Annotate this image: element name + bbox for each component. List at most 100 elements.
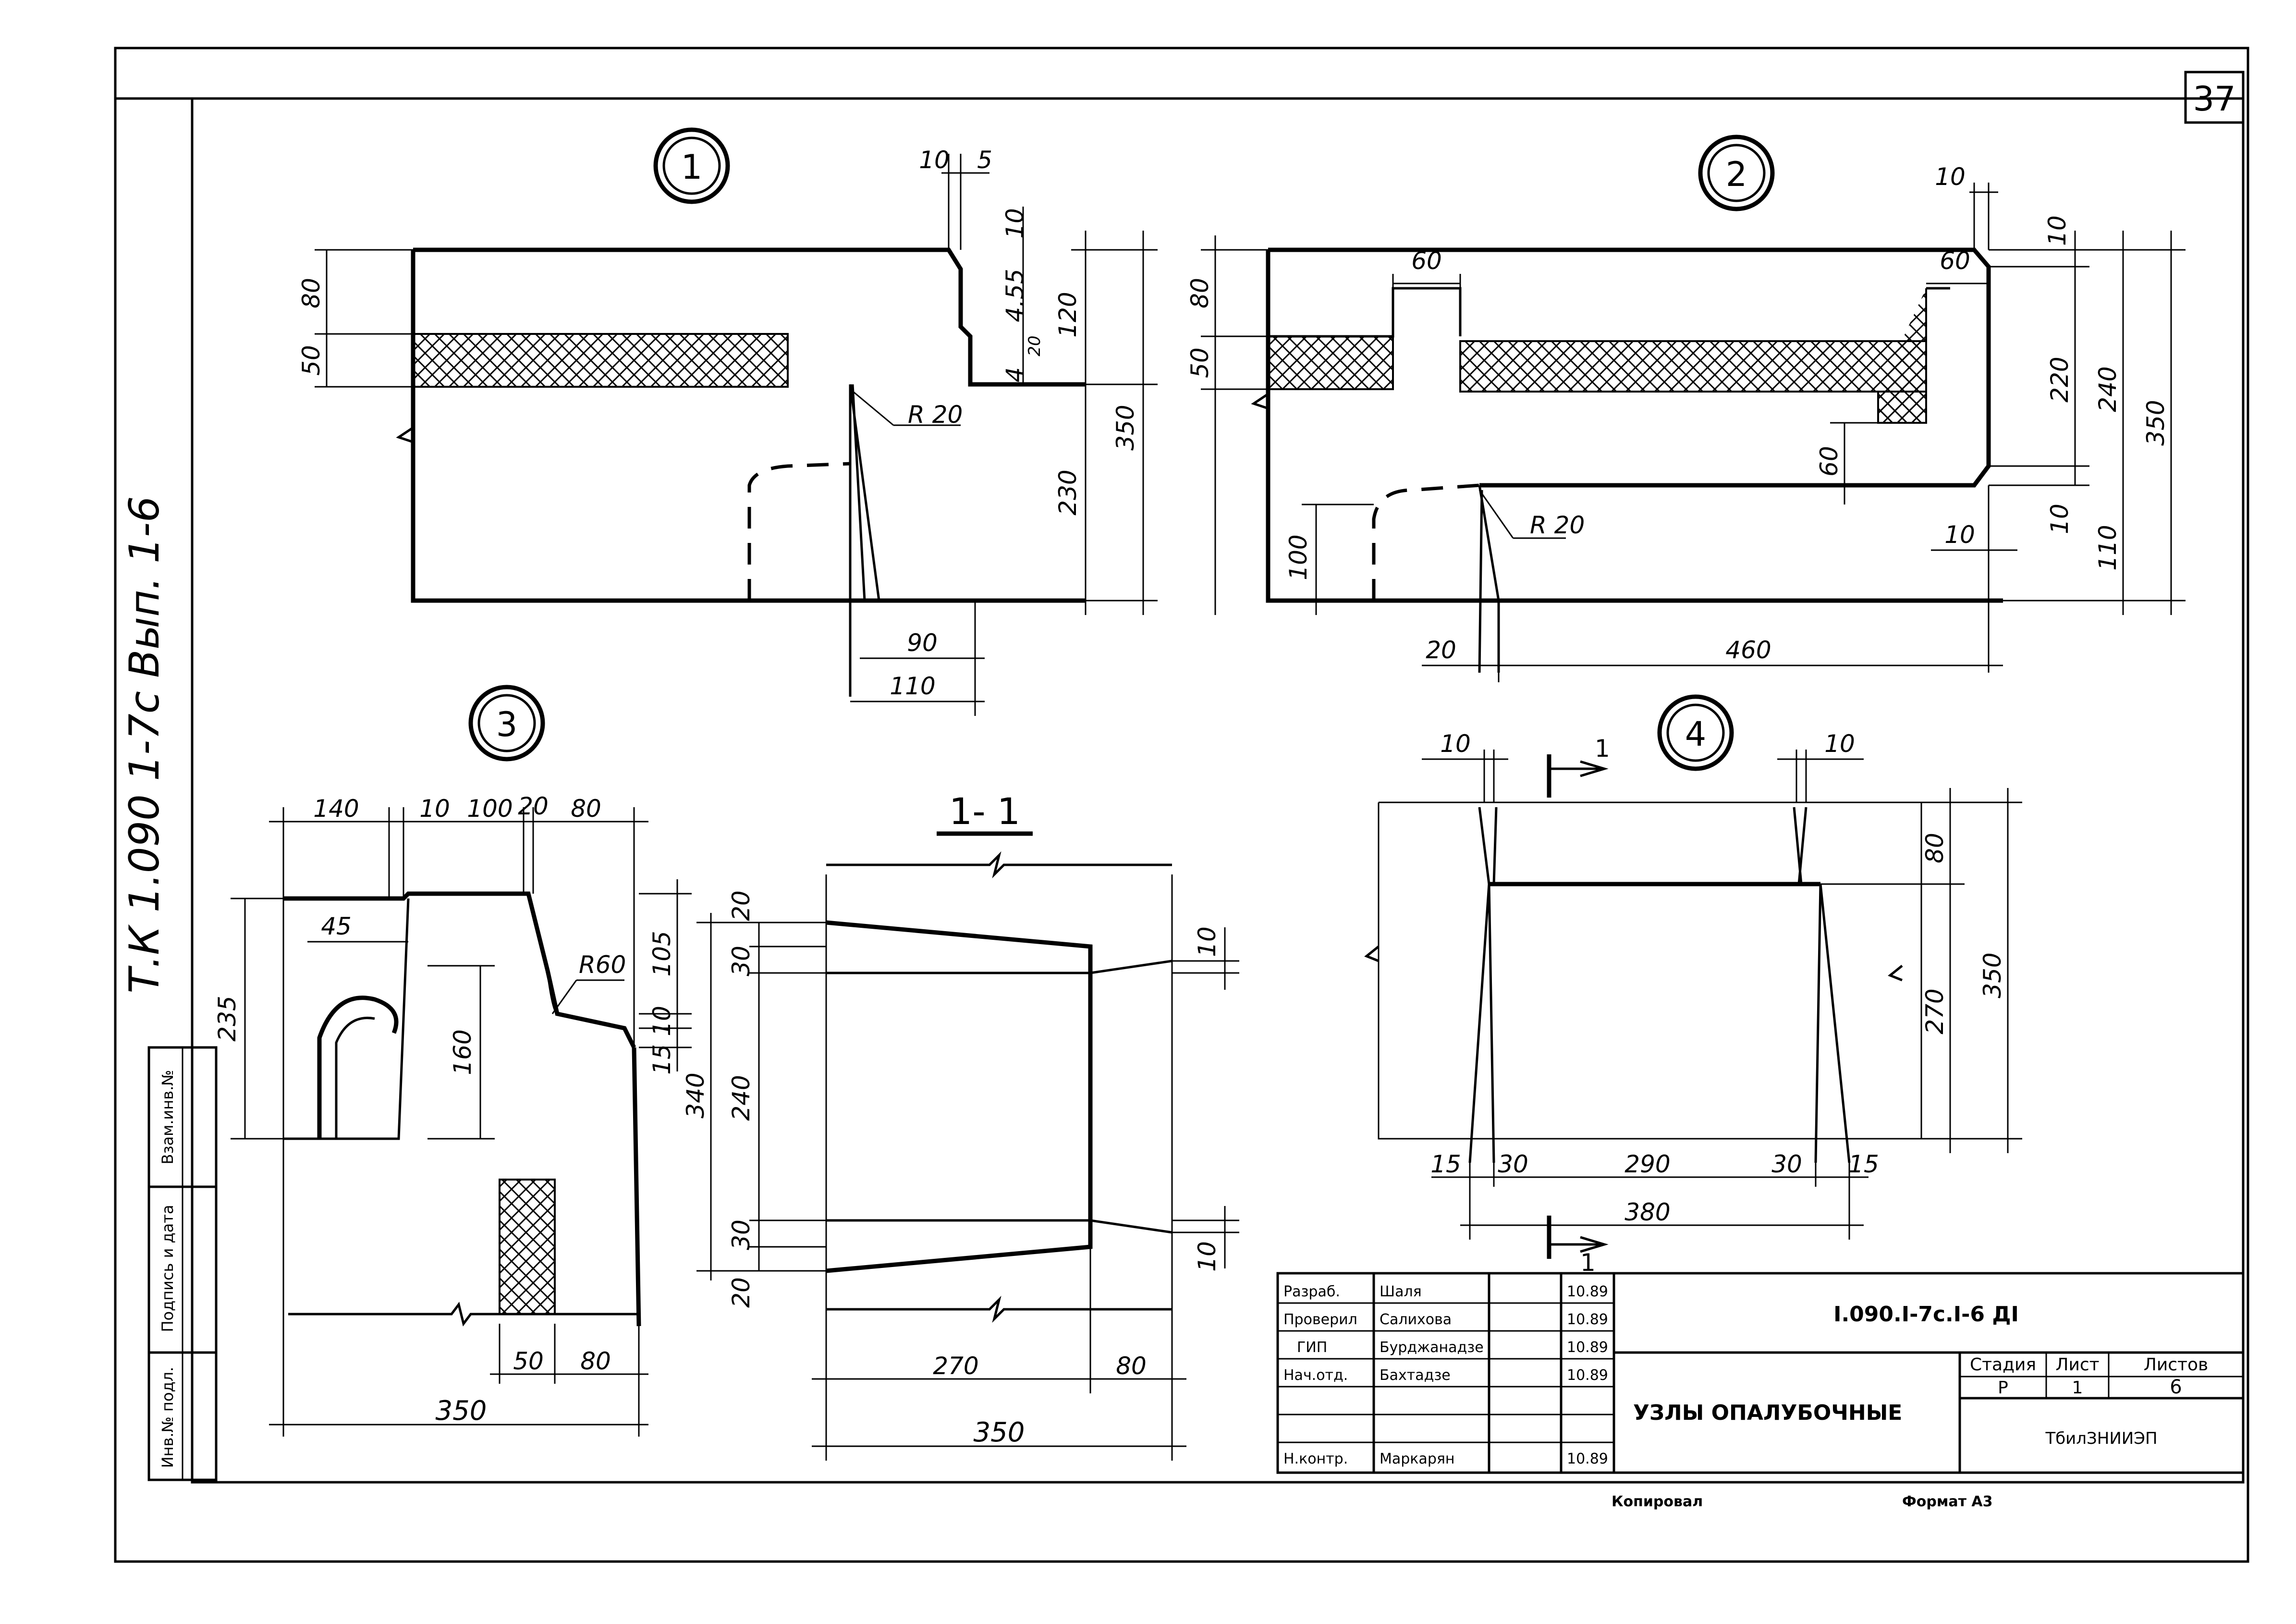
- d3-dim-100: 100: [467, 795, 513, 823]
- d3-dim-10: 10: [419, 795, 450, 823]
- tb-date-0: 10.89: [1567, 1283, 1608, 1300]
- detail-4-marker: 4: [1685, 714, 1707, 754]
- section-1-1-label: 1- 1: [949, 790, 1020, 833]
- d1-dim-120: 120: [1054, 292, 1082, 337]
- tb-organization: ТбилЗНИИЭП: [2045, 1429, 2157, 1448]
- tb-copied: Копировал: [1612, 1493, 1703, 1510]
- d2-radius: R 20: [1530, 511, 1585, 539]
- d3-dim-80b: 80: [580, 1347, 611, 1375]
- s11-dim-340: 340: [682, 1072, 709, 1118]
- d1-dim-10b: 10: [1001, 208, 1029, 239]
- tb-sheet: 1: [2072, 1378, 2083, 1398]
- d1-dim-80: 80: [297, 278, 325, 308]
- d2-dim-60b: 60: [1940, 247, 1970, 275]
- d4-dim-10b: 10: [1824, 730, 1855, 758]
- d1-dim-5: 5: [977, 146, 992, 174]
- detail-1-marker: 1: [681, 148, 703, 187]
- section-1-1: 1- 1 20 30 10 240 340 30: [682, 790, 1239, 1461]
- d2-dim-350: 350: [2142, 400, 2170, 445]
- tb-designation: I.090.I-7c.I-6 ДI: [1833, 1302, 2019, 1327]
- d1-dim-455: 4.55: [1001, 269, 1029, 322]
- d3-dim-80: 80: [571, 795, 601, 823]
- d3-dim-160: 160: [449, 1029, 476, 1075]
- d3-dim-50: 50: [513, 1347, 544, 1375]
- tb-name-6: Маркарян: [1380, 1451, 1455, 1467]
- tb-role-0: Разраб.: [1283, 1283, 1340, 1300]
- d4-dim-30b: 30: [1771, 1150, 1802, 1178]
- d1-dim-4: 4: [1001, 367, 1029, 382]
- d2-dim-10d: 10: [1944, 521, 1975, 549]
- d1-dim-230: 230: [1054, 469, 1082, 515]
- sheet-number: 37: [2193, 79, 2235, 119]
- d2-dim-80: 80: [1186, 278, 1214, 308]
- tb-date-6: 10.89: [1567, 1451, 1608, 1467]
- d2-dim-240: 240: [2094, 366, 2122, 412]
- d4-dim-350: 350: [1978, 952, 2006, 998]
- tb-name-3: Бахтадзе: [1380, 1367, 1451, 1384]
- side-fields: Инв.№ подл. Подпись и дата Взам.инв.№: [147, 1046, 218, 1481]
- d3-dim-235: 235: [213, 996, 241, 1041]
- d1-dim-90: 90: [907, 629, 938, 657]
- tb-role-6: Н.контр.: [1283, 1451, 1348, 1467]
- detail-3-marker: 3: [496, 705, 518, 744]
- s11-dim-20b: 20: [727, 1277, 755, 1308]
- d2-dim-10c: 10: [2046, 504, 2074, 534]
- tb-date-2: 10.89: [1567, 1339, 1608, 1356]
- tb-date-3: 10.89: [1567, 1367, 1608, 1384]
- tb-sheets: 6: [2170, 1376, 2182, 1398]
- s11-dim-350: 350: [974, 1417, 1025, 1448]
- d4-dim-15a: 15: [1430, 1150, 1461, 1178]
- d1-dim-20: 20: [1025, 335, 1044, 356]
- d3-dim-105: 105: [648, 931, 676, 976]
- d4-dim-290: 290: [1624, 1150, 1670, 1178]
- s11-dim-240: 240: [727, 1075, 755, 1120]
- tb-role-3: Нач.отд.: [1283, 1367, 1348, 1384]
- title-block: Разраб. Шаля 10.89 Проверил Салихова 10.…: [1276, 1272, 2245, 1510]
- d4-dim-10a: 10: [1440, 730, 1471, 758]
- d3-dim-10b: 10: [648, 1006, 676, 1036]
- d3-dim-140: 140: [313, 795, 359, 823]
- s11-dim-10b: 10: [1193, 1241, 1221, 1272]
- d2-dim-20: 20: [1426, 636, 1456, 664]
- s11-dim-80: 80: [1116, 1352, 1147, 1380]
- s11-dim-30b: 30: [727, 1219, 755, 1250]
- d2-dim-10b: 10: [2043, 215, 2071, 246]
- d4-dim-15b: 15: [1848, 1150, 1879, 1178]
- d2-dim-50: 50: [1186, 347, 1214, 378]
- detail-2: 2: [1186, 135, 2186, 682]
- d2-dim-60a: 60: [1411, 247, 1442, 275]
- tb-stage: Р: [1998, 1378, 2008, 1398]
- d4-dim-30a: 30: [1498, 1150, 1528, 1178]
- d3-dim-45: 45: [321, 912, 352, 940]
- detail-4: 4 1 1 10 10: [1364, 694, 2022, 1277]
- d1-dim-10a: 10: [919, 146, 950, 174]
- d4-dim-270: 270: [1921, 988, 1949, 1034]
- d2-dim-460: 460: [1725, 636, 1771, 664]
- d1-dim-350: 350: [1111, 405, 1139, 450]
- tb-name-0: Шаля: [1380, 1283, 1422, 1300]
- d3-dim-20: 20: [518, 792, 549, 820]
- side-field-replace: Взам.инв.№: [159, 1070, 177, 1165]
- d3-dim-15: 15: [648, 1044, 676, 1075]
- tb-sheets-header: Листов: [2144, 1355, 2208, 1375]
- d3-dim-350: 350: [436, 1395, 487, 1427]
- tb-role-1: Проверил: [1283, 1311, 1357, 1328]
- s11-dim-270: 270: [933, 1352, 978, 1380]
- s11-dim-30a: 30: [727, 946, 755, 976]
- tb-role-2: ГИП: [1297, 1339, 1327, 1356]
- d2-dim-10a: 10: [1935, 163, 1966, 191]
- d2-dim-100: 100: [1284, 534, 1312, 580]
- detail-3: 3: [213, 685, 692, 1437]
- d1-dim-50: 50: [297, 345, 325, 376]
- s11-dim-10a: 10: [1193, 926, 1221, 957]
- tb-name-1: Салихова: [1380, 1311, 1452, 1328]
- s11-dim-20a: 20: [727, 890, 755, 921]
- tb-stage-header: Стадия: [1970, 1355, 2036, 1375]
- side-stamp: Т.К 1.090 1-7с Вып. 1-6: [121, 496, 169, 993]
- tb-date-1: 10.89: [1567, 1311, 1608, 1328]
- d3-radius: R60: [579, 951, 626, 979]
- detail-2-marker: 2: [1726, 155, 1747, 194]
- detail-1: 1 10 5 10 4.55 20 4 120: [297, 127, 1158, 716]
- d4-dim-80: 80: [1921, 833, 1949, 863]
